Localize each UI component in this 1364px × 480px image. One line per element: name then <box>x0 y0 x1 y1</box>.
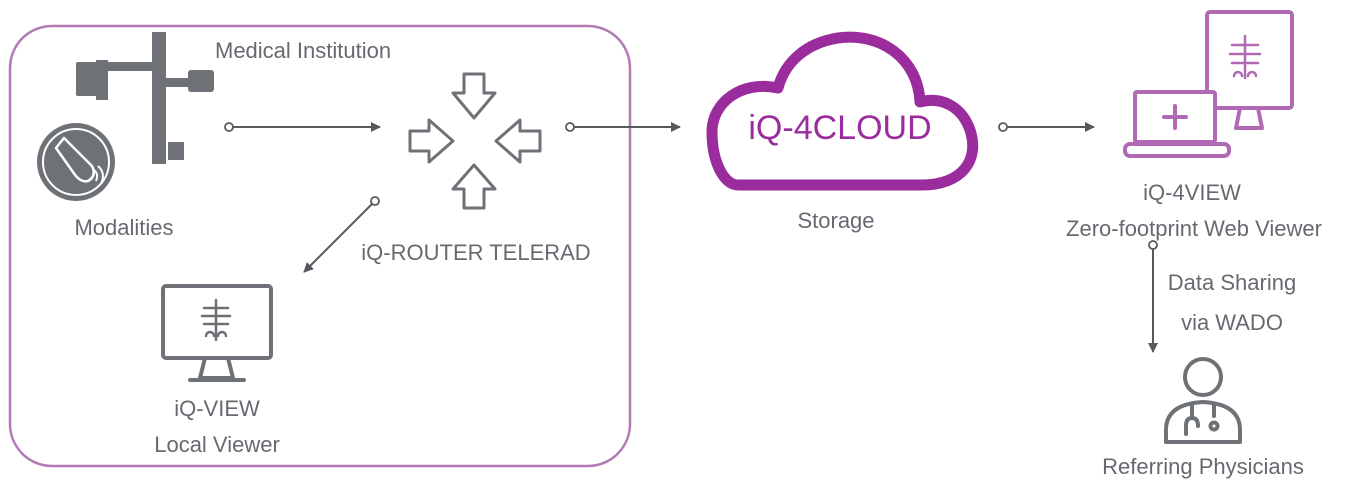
sharing-line-1: Data Sharing <box>1167 270 1297 295</box>
connector-sharing <box>1148 240 1158 353</box>
desktop-monitor-icon <box>1205 10 1294 130</box>
web-viewer-subtitle: Zero-footprint Web Viewer <box>1066 216 1322 241</box>
connector-router-localviewer <box>303 196 380 273</box>
monitor-icon <box>161 284 273 382</box>
laptop-icon <box>1123 90 1231 158</box>
xray-symbol-icon <box>1228 34 1262 80</box>
router-arrows-icon <box>408 72 542 210</box>
cloud-storage-label: Storage <box>797 208 875 233</box>
cloud-name: iQ-4CLOUD <box>748 109 932 147</box>
connector-modalities-router <box>224 122 381 132</box>
connector-router-cloud <box>565 122 681 132</box>
modalities-label: Modalities <box>74 215 174 240</box>
web-viewer-name: iQ-4VIEW <box>1143 180 1241 205</box>
ultrasound-icon <box>37 123 115 201</box>
connector-cloud-webviewer <box>998 122 1095 132</box>
sharing-line-2: via WADO <box>1181 310 1283 335</box>
local-viewer-name: iQ-VIEW <box>174 396 260 421</box>
router-label: iQ-ROUTER TELERAD <box>361 240 591 265</box>
institution-frame <box>8 24 632 468</box>
physician-icon <box>1164 357 1242 444</box>
xray-symbol-icon <box>200 298 232 342</box>
physicians-label: Referring Physicians <box>1102 454 1304 479</box>
cloud-icon <box>706 31 979 191</box>
xray-machine-icon <box>76 32 214 164</box>
local-viewer-subtitle: Local Viewer <box>154 432 280 457</box>
institution-title: Medical Institution <box>215 38 392 63</box>
